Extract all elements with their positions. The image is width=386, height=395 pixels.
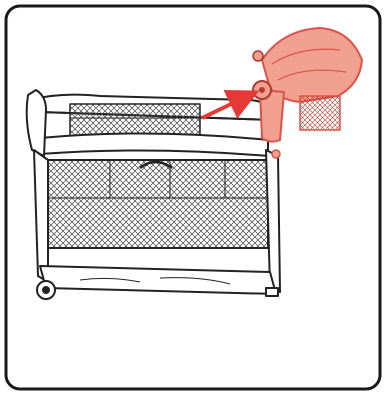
front-mesh-panel [48, 160, 268, 248]
accessory-mesh-pocket [300, 96, 340, 130]
